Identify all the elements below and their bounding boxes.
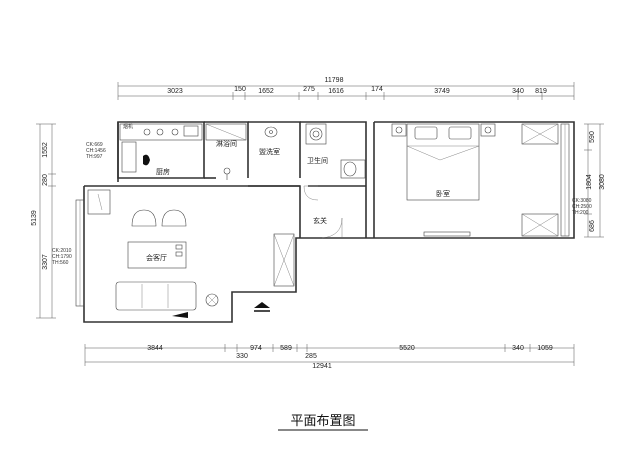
- washroom-fixtures: 盥洗室: [259, 126, 280, 156]
- walls: [75, 121, 575, 323]
- stove-burner-icon: [171, 128, 179, 136]
- bottom-dim-3: 589: [280, 345, 292, 352]
- top-dim-2: 150: [234, 86, 246, 93]
- coffee-table-icon: [127, 241, 187, 269]
- room-bedroom: 卧室: [436, 189, 450, 198]
- desk-corner-icon: [87, 189, 111, 215]
- top-dim-3: 1652: [258, 88, 274, 95]
- pillow-icon: [414, 126, 438, 140]
- top-dimensions: 11798 3023 150 1652 275 1616 174 3749 34…: [117, 77, 575, 100]
- bedroom-note-1: CK:3080: [572, 198, 592, 204]
- top-dim-5: 1616: [328, 88, 344, 95]
- armchair-icon: [161, 209, 187, 227]
- room-living: 会客厅: [146, 253, 167, 262]
- top-dim-7: 3749: [434, 88, 450, 95]
- fridge-icon: [121, 141, 137, 173]
- toilet-fixtures: 卫生间: [303, 123, 366, 201]
- entry-area: 玄关: [313, 216, 343, 239]
- sink-icon: [183, 125, 199, 137]
- bottom-dim-6: 1059: [537, 345, 553, 352]
- bottom-sub-dim-2: 285: [305, 353, 317, 360]
- left-outer-dim: 5139: [31, 210, 38, 226]
- kitchen-note-2: CH:1456: [86, 148, 106, 154]
- bottom-total-dim: 12941: [312, 363, 332, 370]
- right-dim-2: 1804: [586, 174, 593, 190]
- bedroom-fixtures: 卧室 CK:3080 CH:2500 TH:200: [391, 123, 592, 237]
- entrance-arrow-icon: [254, 302, 270, 308]
- plant-icon: [143, 154, 150, 166]
- bottom-dimensions: 3844 974 589 5520 340 1059 330 285 12941: [84, 344, 575, 370]
- pillow-icon: [448, 126, 472, 140]
- top-dim-4: 275: [303, 86, 315, 93]
- shower-drain-icon: [223, 167, 231, 175]
- kitchen-note-1: CK:669: [86, 142, 103, 148]
- room-washroom: 盥洗室: [259, 147, 280, 156]
- toilet-tank-icon: [340, 159, 366, 179]
- kitchen-fixtures: 烟机 厨房 CK:669 CH:1456 TH:997: [86, 123, 203, 176]
- room-shower: 淋浴间: [216, 139, 237, 148]
- bottom-dim-4: 5520: [399, 345, 415, 352]
- nightstand-icon: [391, 123, 407, 137]
- washing-machine-icon: [305, 123, 327, 145]
- bottom-dim-1: 3844: [147, 345, 163, 352]
- bedroom-note-2: CH:2500: [572, 204, 592, 210]
- top-dim-1: 3023: [167, 88, 183, 95]
- kitchen-note-3: TH:997: [86, 154, 103, 160]
- wardrobe-icon: [521, 123, 559, 145]
- living-note-3: TH:560: [52, 260, 69, 266]
- side-table-plant-icon: [205, 293, 219, 307]
- desk-icon: [423, 231, 471, 237]
- top-dim-8: 340: [512, 88, 524, 95]
- top-total-dim: 11798: [325, 77, 344, 84]
- stove-burner-icon: [143, 128, 151, 136]
- room-entry: 玄关: [313, 216, 327, 225]
- living-fixtures: 会客厅 CK:2010 CH:1790 TH:560: [52, 189, 295, 318]
- range-hood-label: 烟机: [123, 123, 133, 130]
- living-note-2: CH:1790: [52, 254, 72, 260]
- armchair-icon: [131, 209, 157, 227]
- left-dim-1: 1552: [42, 142, 49, 158]
- stove-burner-icon: [156, 128, 164, 136]
- plan-title: 平面布置图: [290, 414, 355, 429]
- nightstand-icon: [480, 123, 496, 137]
- sofa-icon: [115, 281, 197, 311]
- wardrobe-icon: [521, 213, 559, 237]
- bottom-dim-5: 340: [512, 345, 524, 352]
- left-dim-2: 280: [42, 174, 49, 186]
- bed-icon: [406, 123, 480, 201]
- right-dim-3: 686: [589, 220, 596, 232]
- shoe-cabinet-icon: [273, 233, 295, 287]
- right-outer-dim: 3080: [599, 174, 606, 190]
- bottom-sub-dim-1: 330: [236, 353, 248, 360]
- toilet-bowl-icon: [343, 161, 357, 177]
- right-dim-1: 590: [589, 131, 596, 143]
- plan-title-group: 平面布置图: [278, 414, 368, 431]
- washbasin-icon: [264, 126, 278, 138]
- bedroom-note-3: TH:200: [572, 210, 589, 216]
- room-toilet: 卫生间: [307, 156, 328, 165]
- shower-fixtures: 淋浴间: [205, 123, 247, 180]
- living-note-1: CK:2010: [52, 248, 72, 254]
- left-dim-3: 3307: [42, 254, 49, 270]
- tv-marker-icon: [172, 312, 188, 318]
- top-dim-6: 174: [371, 86, 383, 93]
- top-dim-9: 819: [535, 88, 547, 95]
- bottom-dim-2: 974: [250, 345, 262, 352]
- right-dimensions: 590 1804 3080 686: [584, 123, 606, 238]
- left-dimensions: 1552 280 5139 3307: [31, 123, 56, 319]
- room-kitchen: 厨房: [156, 167, 170, 176]
